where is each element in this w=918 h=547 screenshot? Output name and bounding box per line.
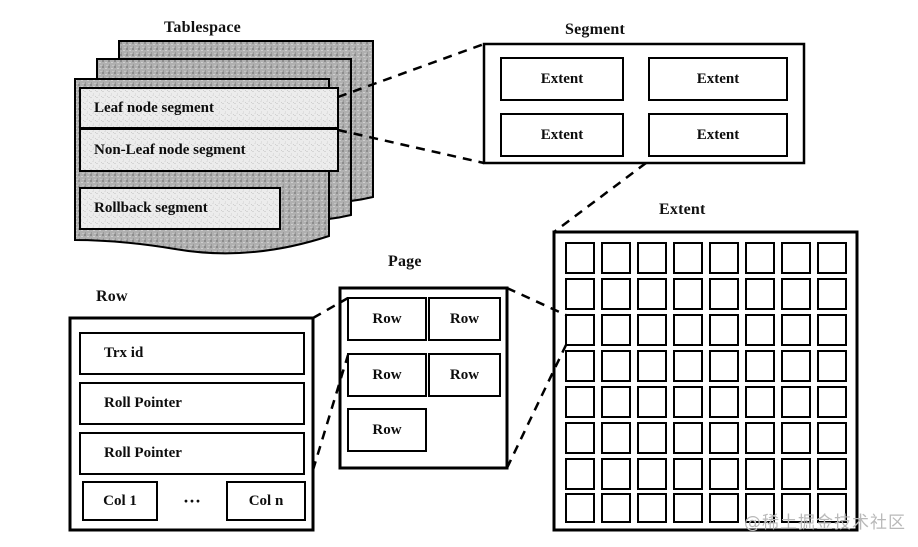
extent-page-cell — [781, 278, 811, 310]
extent-page-cell — [817, 350, 847, 382]
row-column-ellipsis: ··· — [182, 490, 201, 511]
extent-page-cell — [601, 422, 631, 454]
extent-page-cell — [637, 350, 667, 382]
extent-container — [552, 230, 859, 532]
extent-page-cell — [673, 314, 703, 346]
segment-extent-label-1: Extent — [540, 70, 584, 87]
extent-page-cell — [817, 242, 847, 274]
extent-page-cell — [673, 278, 703, 310]
extent-page-cell — [709, 493, 739, 523]
extent-page-cell — [745, 386, 775, 418]
connector-extent-to-page-bottom — [505, 344, 568, 469]
extent-page-cell — [601, 458, 631, 490]
row-field-label-roll-pointer-1: Roll Pointer — [104, 395, 182, 411]
extent-page-cell — [781, 422, 811, 454]
extent-page-cell — [565, 422, 595, 454]
row-field-label-roll-pointer-2: Roll Pointer — [104, 445, 182, 461]
page-title: Page — [388, 253, 422, 270]
extent-page-cell — [601, 314, 631, 346]
extent-page-cell — [601, 242, 631, 274]
extent-page-cell — [709, 314, 739, 346]
connector-extent-to-page-top — [506, 286, 567, 317]
connector-tablespace-to-segment-bottom — [337, 128, 485, 165]
extent-page-cell — [709, 458, 739, 490]
extent-page-cell — [817, 314, 847, 346]
extent-page-cell — [781, 458, 811, 490]
tablespace-title: Tablespace — [164, 19, 241, 36]
page-row-label-5: Row — [372, 421, 402, 438]
extent-page-cell — [637, 278, 667, 310]
row-title: Row — [96, 288, 128, 305]
segment-extent-label-3: Extent — [540, 126, 584, 143]
extent-page-cell — [745, 422, 775, 454]
extent-page-cell — [709, 350, 739, 382]
page-row-label-1: Row — [372, 310, 402, 327]
extent-page-cell — [637, 386, 667, 418]
connector-segment-to-extent — [553, 162, 647, 233]
extent-page-cell — [781, 314, 811, 346]
row-column-label-last: Col n — [248, 492, 284, 509]
row-column-label-first: Col 1 — [103, 492, 137, 509]
extent-page-cell — [781, 242, 811, 274]
extent-page-cell — [709, 422, 739, 454]
extent-page-cell — [601, 278, 631, 310]
extent-page-cell — [673, 422, 703, 454]
extent-page-cell — [565, 386, 595, 418]
extent-page-cell — [781, 386, 811, 418]
extent-page-cell — [673, 386, 703, 418]
extent-page-cell — [709, 278, 739, 310]
connector-tablespace-to-segment-top — [337, 42, 485, 99]
extent-page-cell — [565, 458, 595, 490]
extent-page-cell — [565, 314, 595, 346]
connector-page-to-row-top — [312, 296, 349, 320]
extent-page-cell — [565, 242, 595, 274]
extent-page-cell — [673, 350, 703, 382]
page-row-label-4: Row — [449, 366, 480, 383]
extent-page-cell — [637, 458, 667, 490]
segment-title: Segment — [565, 21, 626, 38]
extent-page-cell — [673, 458, 703, 490]
tablespace-segment-label-rollback: Rollback segment — [94, 200, 208, 216]
row-field-label-trx-id: Trx id — [104, 345, 144, 361]
page-row-label-3: Row — [372, 366, 402, 383]
extent-outer-box — [552, 230, 859, 532]
connector-lines — [311, 42, 647, 471]
extent-page-cell — [601, 350, 631, 382]
extent-page-cell — [745, 314, 775, 346]
extent-page-cell — [745, 458, 775, 490]
extent-page-cell — [781, 350, 811, 382]
extent-page-cell — [637, 422, 667, 454]
segment-extent-label-4: Extent — [696, 126, 740, 143]
extent-title: Extent — [659, 201, 706, 218]
extent-page-cells — [565, 242, 847, 523]
extent-page-cell — [745, 278, 775, 310]
extent-page-cell — [673, 242, 703, 274]
extent-page-cell — [745, 350, 775, 382]
extent-page-cell — [601, 386, 631, 418]
extent-page-cell — [565, 278, 595, 310]
extent-page-cell — [745, 242, 775, 274]
tablespace-segment-label-non-leaf-node: Non-Leaf node segment — [94, 141, 246, 158]
tablespace-segment-label-leaf-node: Leaf node segment — [94, 99, 214, 116]
extent-page-cell — [673, 493, 703, 523]
segment-extent-label-2: Extent — [696, 70, 740, 87]
extent-page-cell — [817, 278, 847, 310]
page-row-label-2: Row — [449, 310, 480, 327]
watermark-text: @稀土掘金技术社区 — [744, 513, 906, 533]
extent-page-cell — [565, 493, 595, 523]
extent-page-cell — [637, 314, 667, 346]
extent-page-cell — [565, 350, 595, 382]
extent-page-cell — [709, 242, 739, 274]
extent-page-cell — [709, 386, 739, 418]
extent-page-cell — [601, 493, 631, 523]
extent-page-cell — [637, 493, 667, 523]
extent-page-cell — [817, 458, 847, 490]
extent-page-cell — [817, 386, 847, 418]
extent-page-cell — [817, 422, 847, 454]
extent-page-cell — [637, 242, 667, 274]
